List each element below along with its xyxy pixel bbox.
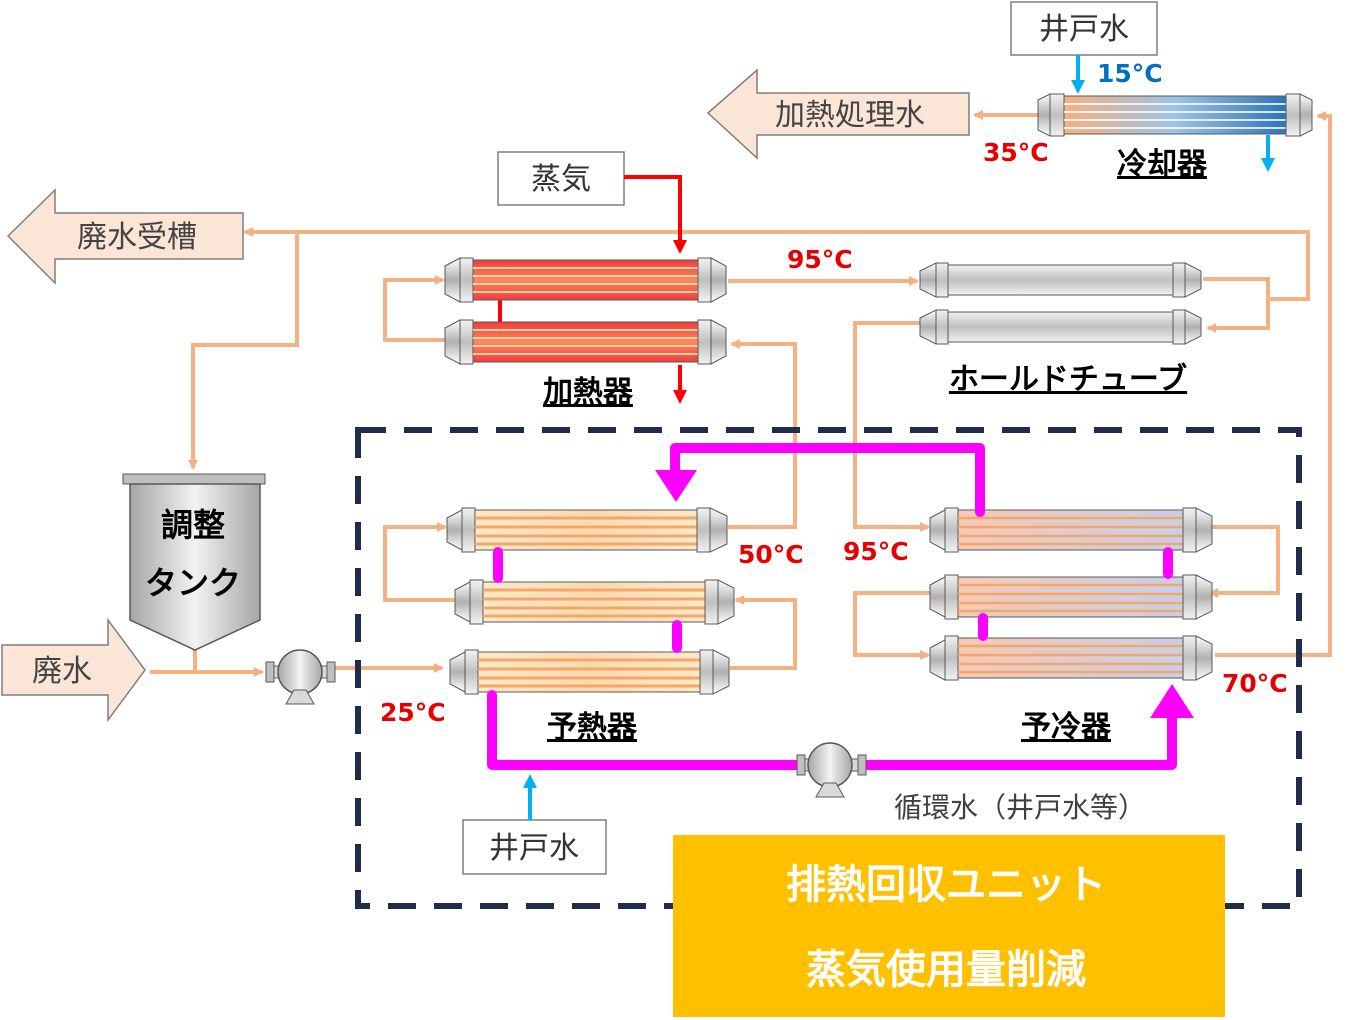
unit-box-line2: 蒸気使用量削減 xyxy=(806,947,1086,993)
tank-label-line2: タンク xyxy=(145,564,241,602)
hold-tube-label: ホールドチューブ xyxy=(949,362,1187,397)
heated-water-label: 加熱処理水 xyxy=(775,98,925,133)
preheater-label: 予熱器 xyxy=(547,710,638,745)
svg-text:蒸気: 蒸気 xyxy=(531,162,591,197)
cooler-label: 冷却器 xyxy=(1117,147,1208,182)
temp-70c: 70°C xyxy=(1222,669,1288,698)
temp-25c: 25°C xyxy=(380,698,446,727)
waste-tank-arrow: 廃水受槽 xyxy=(6,188,244,285)
well-water-top-box: 井戸水 xyxy=(1010,1,1158,56)
tank-label-line1: 調整 xyxy=(161,506,225,544)
temp-95c-mid: 95°C xyxy=(843,537,909,566)
precooler-exchanger-3 xyxy=(929,635,1213,681)
unit-box-line1: 排熱回収ユニット xyxy=(786,862,1106,908)
heater-exchanger-lower xyxy=(444,319,727,365)
waste-water-label: 廃水 xyxy=(32,654,92,689)
temp-50c: 50°C xyxy=(738,540,804,569)
well-water-bottom-box: 井戸水 xyxy=(462,819,607,875)
precooler-exchanger-2 xyxy=(929,574,1213,620)
circulation-loop xyxy=(487,443,1177,770)
feed-pump xyxy=(265,649,336,705)
preheater-exchanger-2 xyxy=(454,579,735,625)
svg-text:井戸水: 井戸水 xyxy=(489,831,579,866)
precooler-exchanger-1 xyxy=(929,507,1213,553)
circulation-arrow-up xyxy=(1150,684,1194,718)
waste-water-arrow: 廃水 xyxy=(1,617,146,723)
steam-lines xyxy=(498,175,687,404)
hold-tube-upper xyxy=(919,262,1202,298)
temp-35c: 35°C xyxy=(983,138,1049,167)
waste-tank-label: 廃水受槽 xyxy=(77,220,197,255)
adjustment-tank: 調整 タンク xyxy=(122,473,266,651)
heater-label: 加熱器 xyxy=(543,375,634,410)
preheater-exchanger-1 xyxy=(446,507,728,553)
process-piping xyxy=(150,110,1332,677)
precooler-label: 予冷器 xyxy=(1021,710,1112,745)
heat-recovery-unit-box: 排熱回収ユニット 蒸気使用量削減 xyxy=(673,835,1225,1017)
circulating-water-label: 循環水（井戸水等） xyxy=(894,791,1146,824)
preheater-exchanger-3 xyxy=(449,649,730,695)
temp-95c-top: 95°C xyxy=(787,245,853,274)
hold-tube-lower xyxy=(919,309,1202,345)
heated-water-arrow: 加熱処理水 xyxy=(706,68,970,160)
heater-exchanger-upper xyxy=(444,257,727,303)
temp-15c: 15°C xyxy=(1097,59,1163,88)
circulation-arrow-down xyxy=(655,470,697,502)
well-water-lines xyxy=(523,55,1275,820)
svg-text:井戸水: 井戸水 xyxy=(1039,12,1129,47)
circulation-pump xyxy=(796,742,867,798)
cooler-exchanger xyxy=(1037,93,1313,137)
steam-box: 蒸気 xyxy=(497,151,625,206)
